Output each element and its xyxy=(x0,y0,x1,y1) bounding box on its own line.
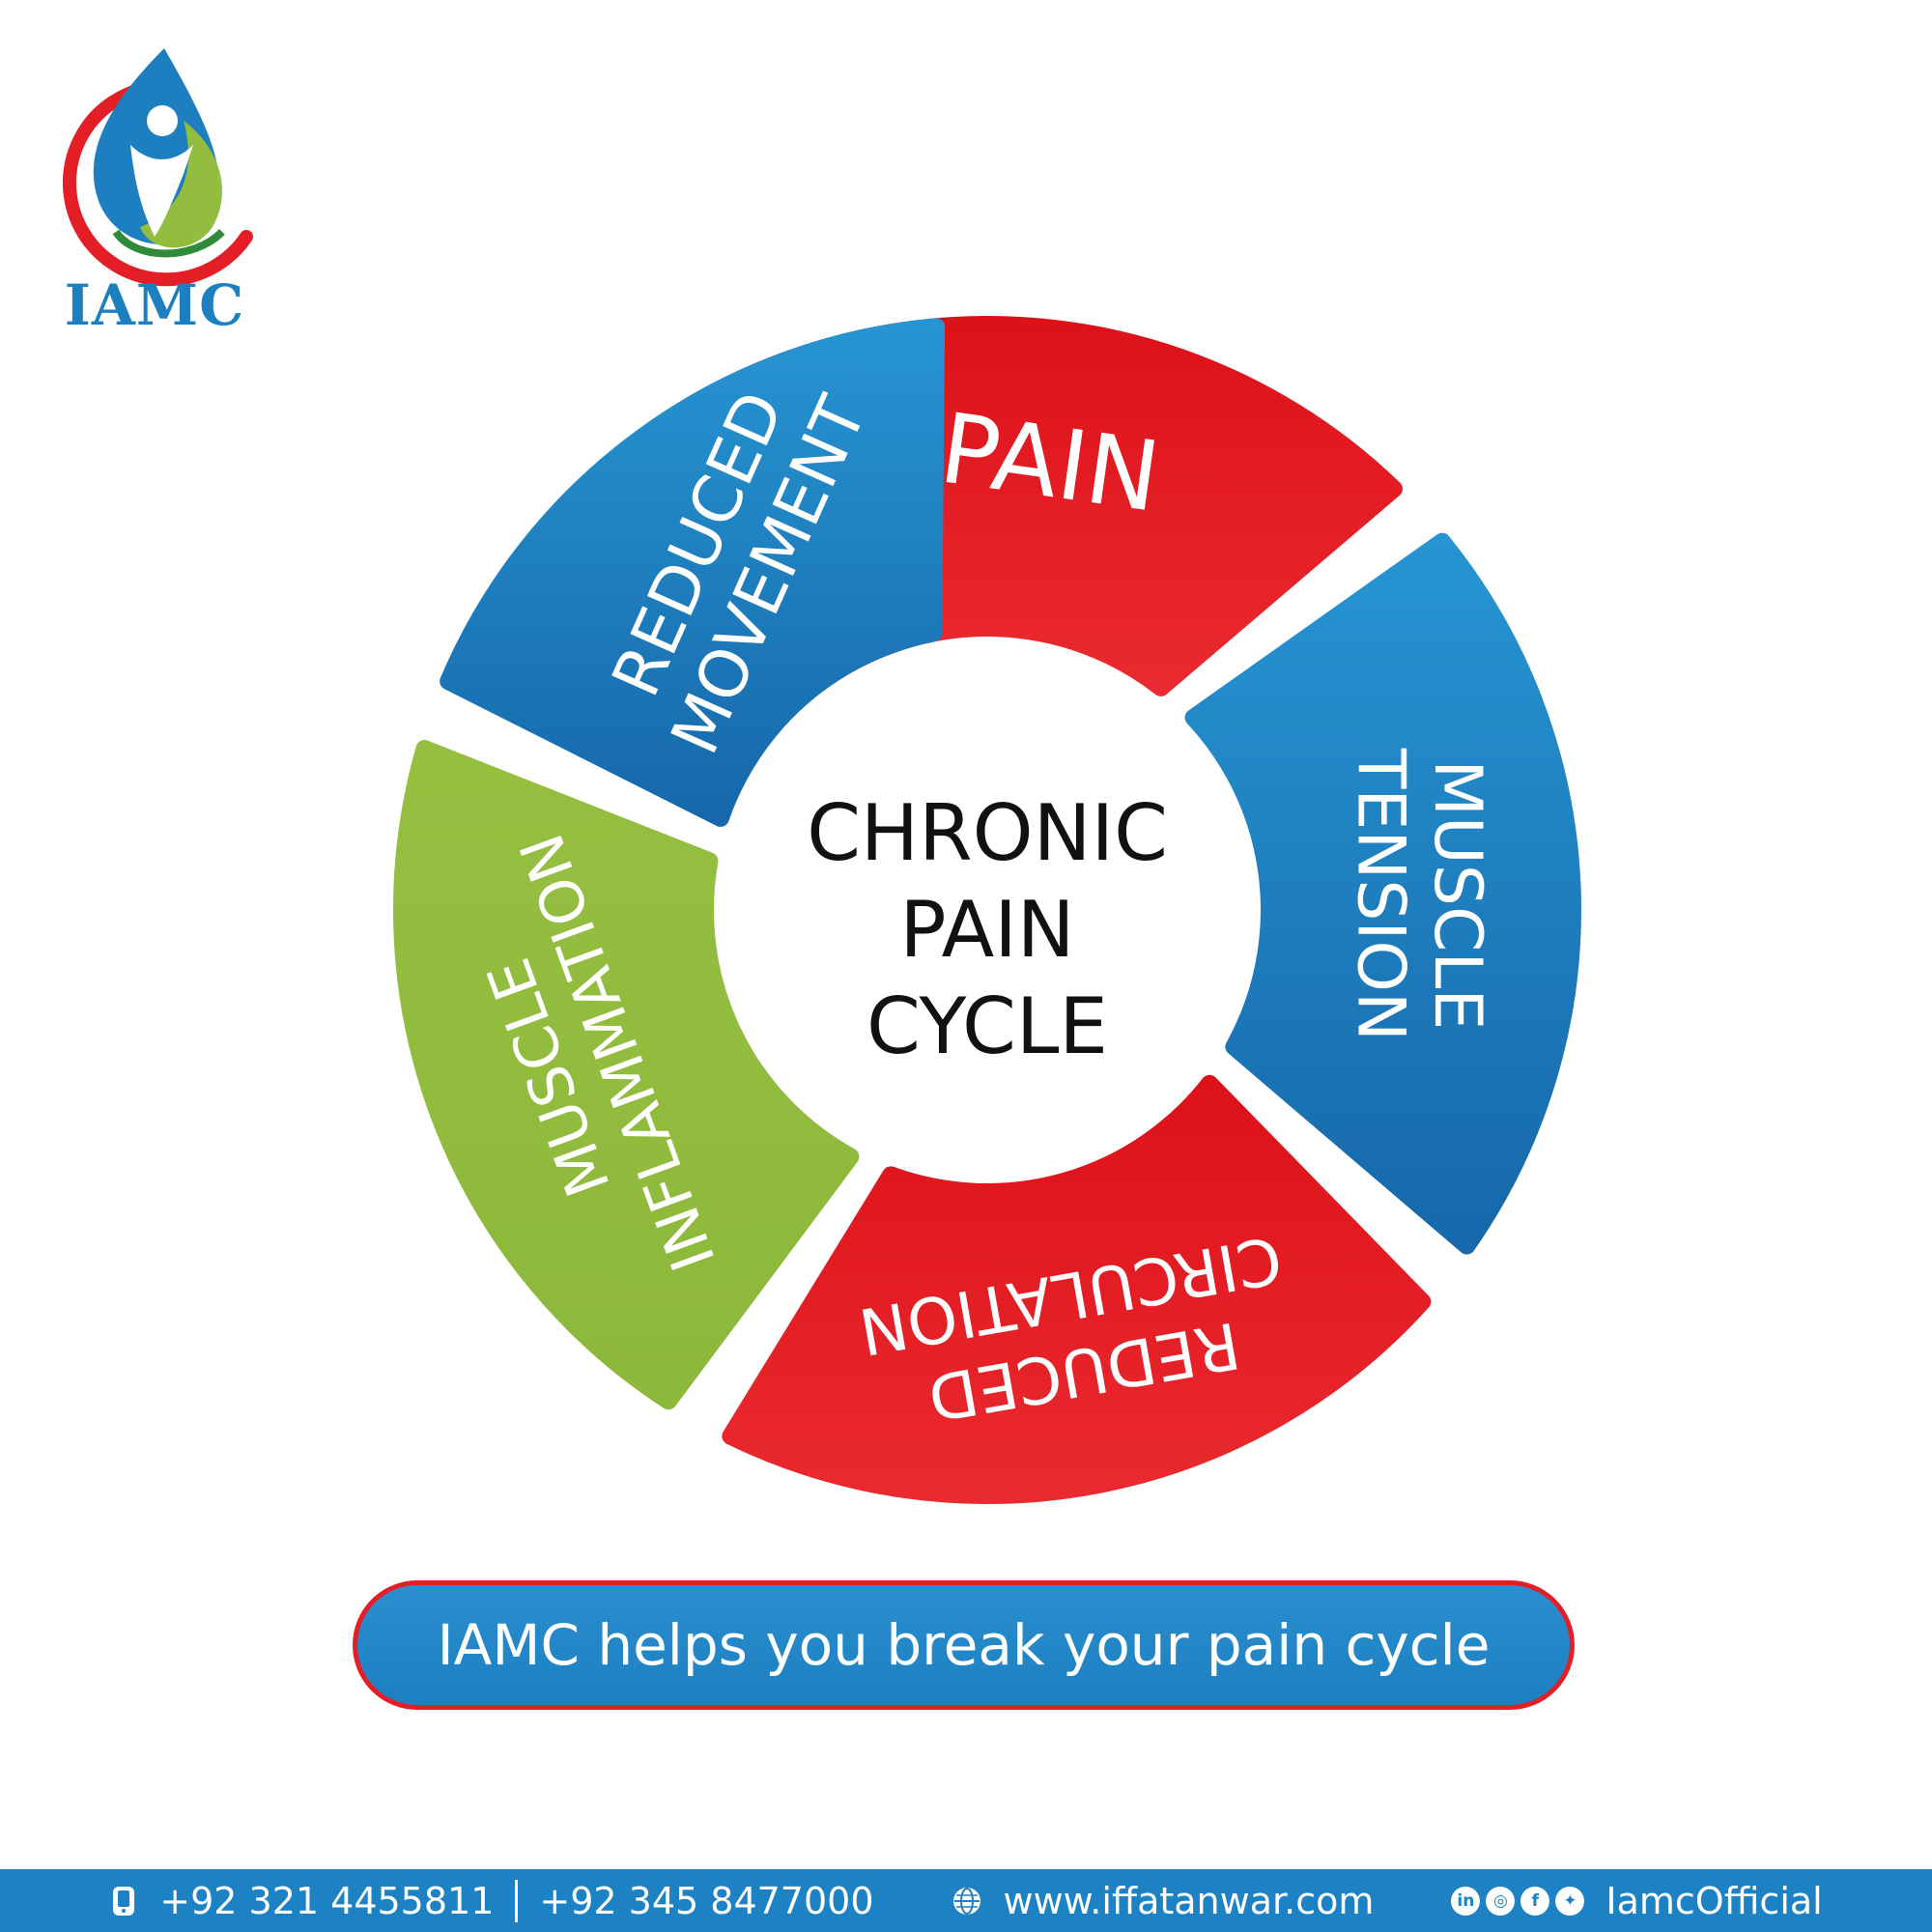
cta-banner: IAMC helps you break your pain cycle xyxy=(353,1580,1575,1710)
social-handle[interactable]: IamcOfficial xyxy=(1605,1879,1823,1922)
center-title-line-3: CYCLE xyxy=(867,981,1108,1071)
website-link[interactable]: www.iffatanwar.com xyxy=(1003,1879,1375,1922)
segment-reduced-circulation xyxy=(722,1074,1432,1504)
phone-icon xyxy=(109,1886,138,1917)
phone-number-1[interactable]: +92 321 4455811 xyxy=(159,1879,495,1922)
footer-bar: +92 321 4455811 +92 345 8477000 www.iffa… xyxy=(0,1869,1932,1932)
segment-label-line: TENSION xyxy=(1342,748,1418,1041)
logo-text: IAMC xyxy=(64,272,245,338)
center-title-line-2: PAIN xyxy=(899,885,1074,975)
instagram-icon[interactable]: ◎ xyxy=(1486,1886,1516,1916)
phone-number-2[interactable]: +92 345 8477000 xyxy=(539,1879,874,1922)
segment-label-muscle-tension: MUSCLETENSION xyxy=(1342,748,1495,1041)
facebook-icon[interactable]: f xyxy=(1520,1886,1550,1916)
segment-reduced-movement xyxy=(440,318,946,827)
center-title: CHRONIC PAIN CYCLE xyxy=(807,788,1168,1071)
linkedin-icon[interactable]: in xyxy=(1451,1886,1481,1916)
cta-text: IAMC helps you break your pain cycle xyxy=(437,1612,1491,1678)
segment-muscle-inflammation xyxy=(393,739,860,1410)
globe-icon xyxy=(952,1886,982,1917)
twitter-icon[interactable]: ✦ xyxy=(1555,1886,1585,1916)
iamc-logo xyxy=(62,48,253,287)
divider xyxy=(515,1879,519,1922)
center-title-line-1: CHRONIC xyxy=(807,788,1168,878)
segment-muscle-tension xyxy=(1184,532,1581,1255)
segment-label-line: MUSCLE xyxy=(1419,759,1495,1030)
social-icons: in ◎ f ✦ xyxy=(1451,1886,1585,1916)
